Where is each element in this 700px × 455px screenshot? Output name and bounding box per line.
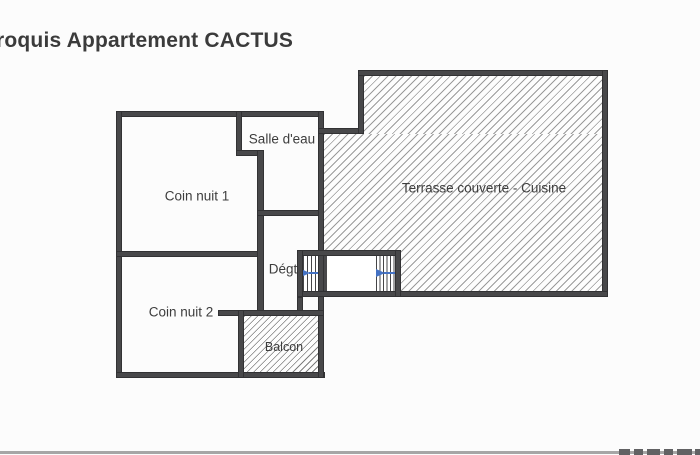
wall (116, 111, 122, 378)
wall (236, 111, 242, 156)
wall (318, 128, 364, 134)
wall (116, 372, 325, 378)
room-label-salle-deau: Salle d'eau (248, 131, 316, 147)
wall (395, 250, 401, 297)
arrow-head-icon (376, 269, 385, 277)
stair-treads-right (376, 256, 395, 291)
wall (238, 310, 244, 378)
watermark-fragment (677, 449, 692, 455)
balcon-hatch (244, 316, 318, 372)
room-label-degt: Dégt (268, 261, 298, 277)
wall (257, 150, 264, 316)
room-label-coin-nuit-1: Coin nuit 1 (164, 188, 230, 204)
watermark-fragment (695, 449, 700, 455)
wall (297, 291, 608, 297)
wall (297, 250, 401, 256)
stair-direction-arrow-icon (376, 269, 399, 277)
wall (318, 111, 324, 378)
wall (358, 70, 364, 134)
watermark-fragment (619, 449, 630, 455)
room-label-coin-nuit-2: Coin nuit 2 (148, 304, 214, 320)
wall (218, 310, 324, 316)
page-title: roquis Appartement CACTUS (0, 29, 294, 52)
wall (257, 210, 323, 216)
wall (116, 111, 324, 117)
arrow-shaft (384, 272, 398, 274)
wall (297, 250, 303, 297)
watermark-fragment (664, 449, 673, 455)
wall (297, 297, 303, 316)
wall (236, 150, 263, 156)
wall (116, 251, 264, 257)
watermark-fragment (634, 449, 643, 455)
arrow-head-icon (301, 269, 310, 277)
bottom-edge-strip (0, 451, 700, 454)
wall (358, 70, 608, 76)
terrace-hatch-upper (364, 76, 602, 134)
room-label-terrasse-cuisine: Terrasse couverte - Cuisine (401, 180, 567, 196)
room-label-balcon: Balcon (264, 340, 304, 354)
stair-treads-left (303, 256, 320, 291)
stair-direction-arrow-icon (301, 269, 322, 277)
wall (602, 70, 608, 297)
arrow-shaft (309, 272, 322, 274)
stairwell (301, 256, 398, 291)
watermark-fragment (647, 449, 660, 455)
